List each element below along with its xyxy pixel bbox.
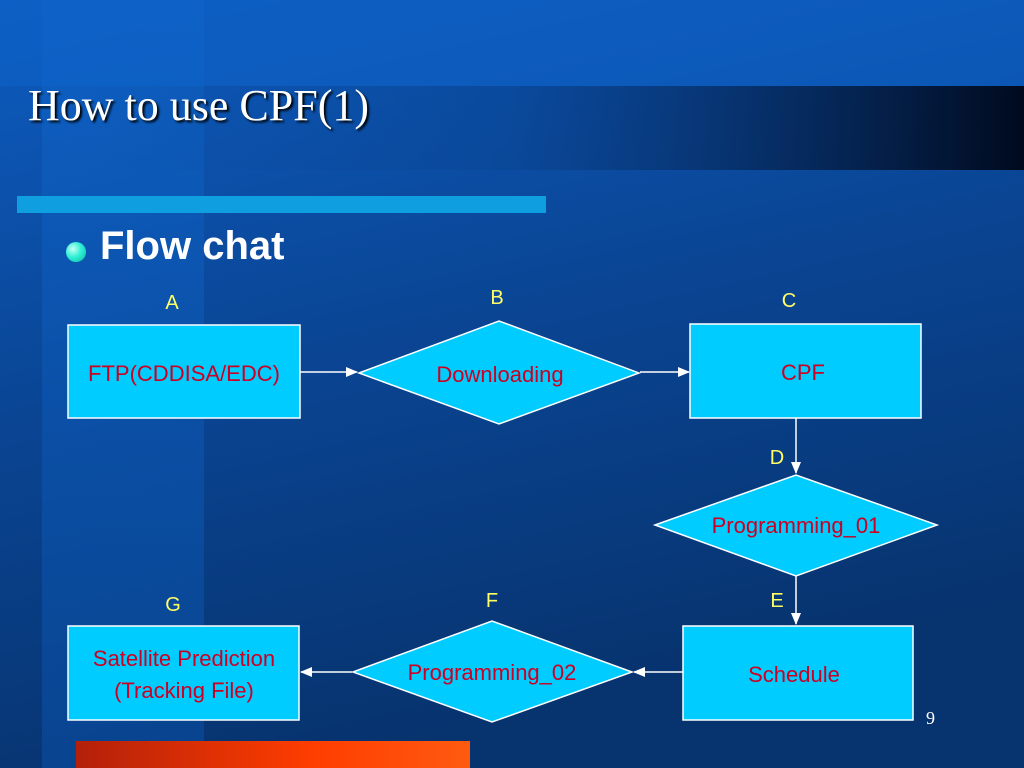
node-b-letter: B	[490, 287, 503, 309]
node-f: Programming_02	[350, 620, 635, 723]
node-e-label: Schedule	[748, 662, 840, 687]
node-e: Schedule	[682, 625, 914, 721]
bullet-icon	[66, 242, 86, 262]
node-a-label: FTP(CDDISA/EDC)	[88, 361, 280, 386]
node-g-label-line-2: (Tracking File)	[114, 678, 254, 703]
node-c-label: CPF	[781, 360, 825, 385]
accent-bar	[17, 196, 546, 213]
node-c: CPF	[689, 323, 922, 419]
bullet-text: Flow chat	[100, 224, 285, 268]
node-b-label: Downloading	[436, 362, 563, 387]
title-band	[84, 86, 1024, 170]
node-d-letter: D	[770, 447, 784, 469]
node-b: Downloading	[356, 320, 642, 425]
node-g: Satellite Prediction (Tracking File)	[67, 625, 300, 721]
node-d-label: Programming_01	[712, 513, 881, 538]
node-d: Programming_01	[652, 474, 940, 577]
node-f-letter: F	[486, 590, 498, 612]
node-a: FTP(CDDISA/EDC)	[67, 324, 301, 419]
node-f-label: Programming_02	[408, 660, 577, 685]
node-a-letter: A	[165, 292, 179, 314]
node-e-letter: E	[770, 590, 783, 612]
node-c-letter: C	[782, 290, 796, 312]
bottom-bar	[76, 741, 470, 768]
page-title: How to use CPF(1)	[28, 81, 370, 130]
node-g-letter: G	[165, 594, 181, 616]
node-g-label-line-1: Satellite Prediction	[93, 646, 275, 671]
page-number: 9	[926, 708, 935, 728]
